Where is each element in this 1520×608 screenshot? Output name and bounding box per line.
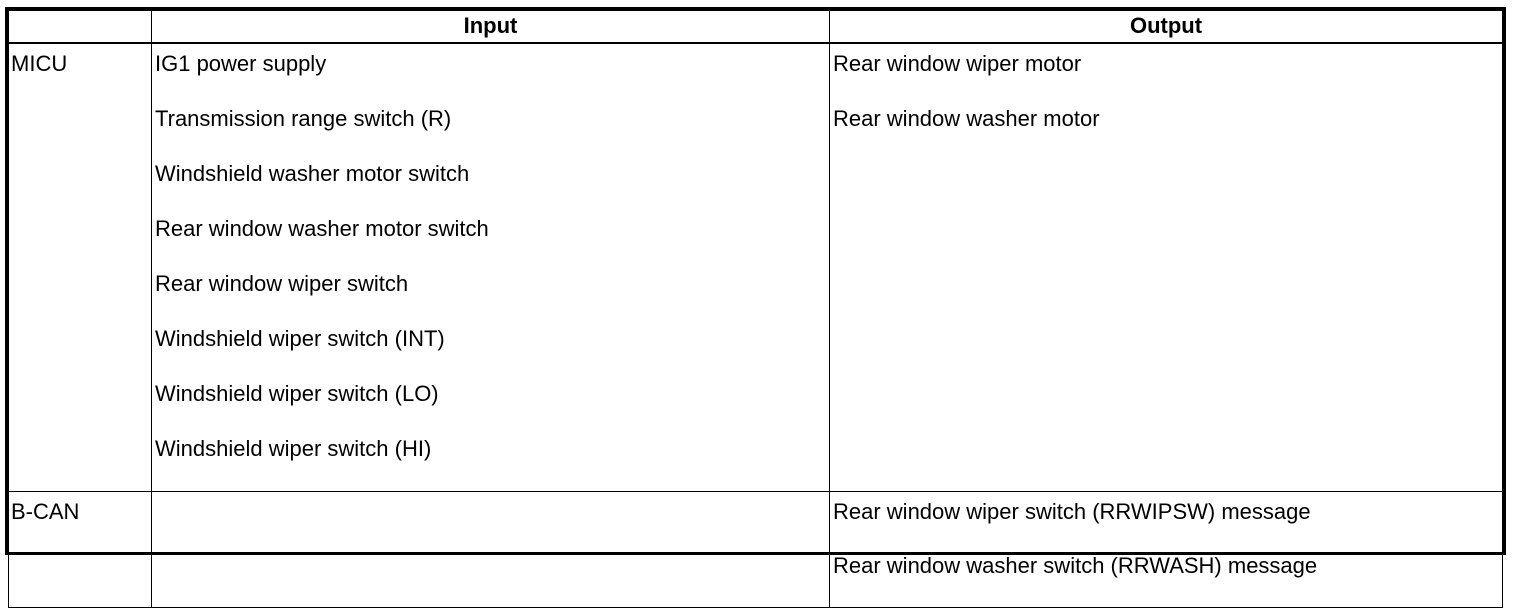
output-item: Rear window washer motor [833,105,1100,131]
output-item: Rear window washer switch (RRWASH) messa… [833,552,1318,578]
row-label-cell: MICU [8,42,152,492]
header-output: Output [829,10,1503,44]
header-blank [8,10,152,44]
input-item: IG1 power supply [155,50,327,76]
input-item: Transmission range switch (R) [155,105,452,131]
input-item: Rear window wiper switch [155,270,409,296]
input-item: Rear window washer motor switch [155,215,489,241]
row-label: B-CAN [11,498,80,524]
input-cell [151,490,830,608]
table-row-micu: MICU IG1 power supply Transmission range… [8,42,1503,492]
output-item: Rear window wiper motor [833,50,1082,76]
input-item: Windshield wiper switch (LO) [155,380,439,406]
output-cell: Rear window wiper switch (RRWIPSW) messa… [829,490,1503,608]
input-cell: IG1 power supply Transmission range swit… [151,42,830,492]
header-row: Input Output [8,10,1503,44]
io-table: Input Output MICU IG1 power supply Trans… [8,10,1503,608]
input-item: Windshield wiper switch (HI) [155,435,432,461]
input-item: Windshield wiper switch (INT) [155,325,445,351]
output-item: Rear window wiper switch (RRWIPSW) messa… [833,498,1311,524]
input-item: Windshield washer motor switch [155,160,470,186]
output-cell: Rear window wiper motor Rear window wash… [829,42,1503,492]
table-row-bcan: B-CAN Rear window wiper switch (RRWIPSW)… [8,490,1503,608]
row-label: MICU [11,50,68,76]
header-input: Input [151,10,830,44]
io-table-frame: Input Output MICU IG1 power supply Trans… [5,7,1506,608]
row-label-cell: B-CAN [8,490,152,608]
